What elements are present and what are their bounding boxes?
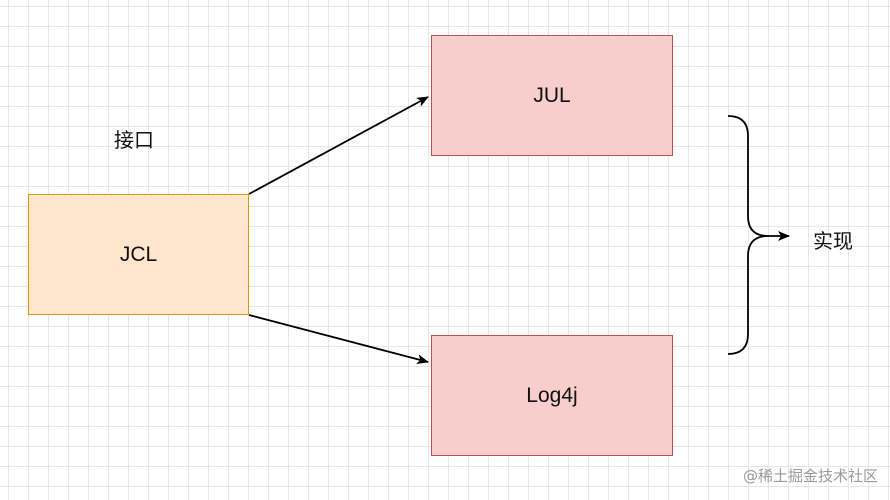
jul-node: JUL: [431, 35, 673, 156]
implementation-label: 实现: [813, 229, 853, 253]
implementation-brace: [727, 115, 769, 355]
interface-label: 接口: [114, 128, 154, 152]
arrow-jcl-to-log4j: [248, 314, 429, 365]
arrow-jcl-to-jul: [248, 96, 429, 195]
log4j-node: Log4j: [431, 335, 673, 456]
jcl-node-label: JCL: [119, 242, 158, 266]
watermark: @稀土掘金技术社区: [742, 467, 878, 485]
jul-node-label: JUL: [533, 83, 571, 107]
jcl-node: JCL: [28, 194, 249, 315]
log4j-node-label: Log4j: [526, 383, 578, 407]
